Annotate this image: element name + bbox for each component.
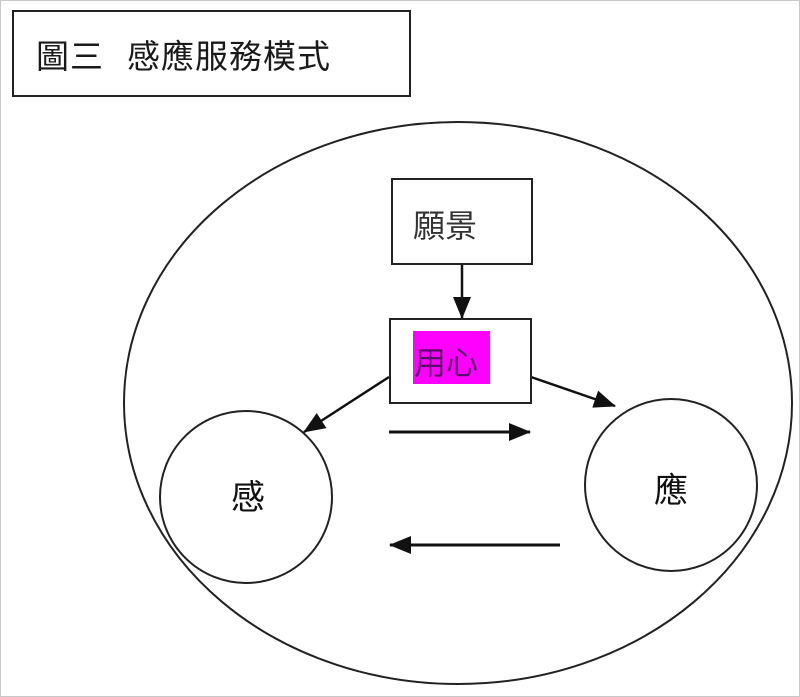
vision-box: 願景 (391, 178, 533, 265)
vision-label: 願景 (413, 207, 478, 245)
arrow-mindful-to-respond (530, 375, 616, 408)
mindful-box: 用心 (389, 318, 532, 404)
figure-title: 圖三 感應服務模式 (36, 37, 331, 76)
mindful-highlight (413, 331, 490, 384)
arrow-mindful-to-sense (303, 375, 390, 434)
respond-label: 應 (654, 471, 688, 511)
mindful-label: 用心 (414, 344, 479, 382)
figure-title-box: 圖三 感應服務模式 (12, 10, 411, 97)
outer-ellipse (123, 121, 793, 685)
sense-label: 感 (231, 478, 265, 518)
sense-circle (159, 410, 333, 584)
respond-circle (584, 398, 758, 572)
